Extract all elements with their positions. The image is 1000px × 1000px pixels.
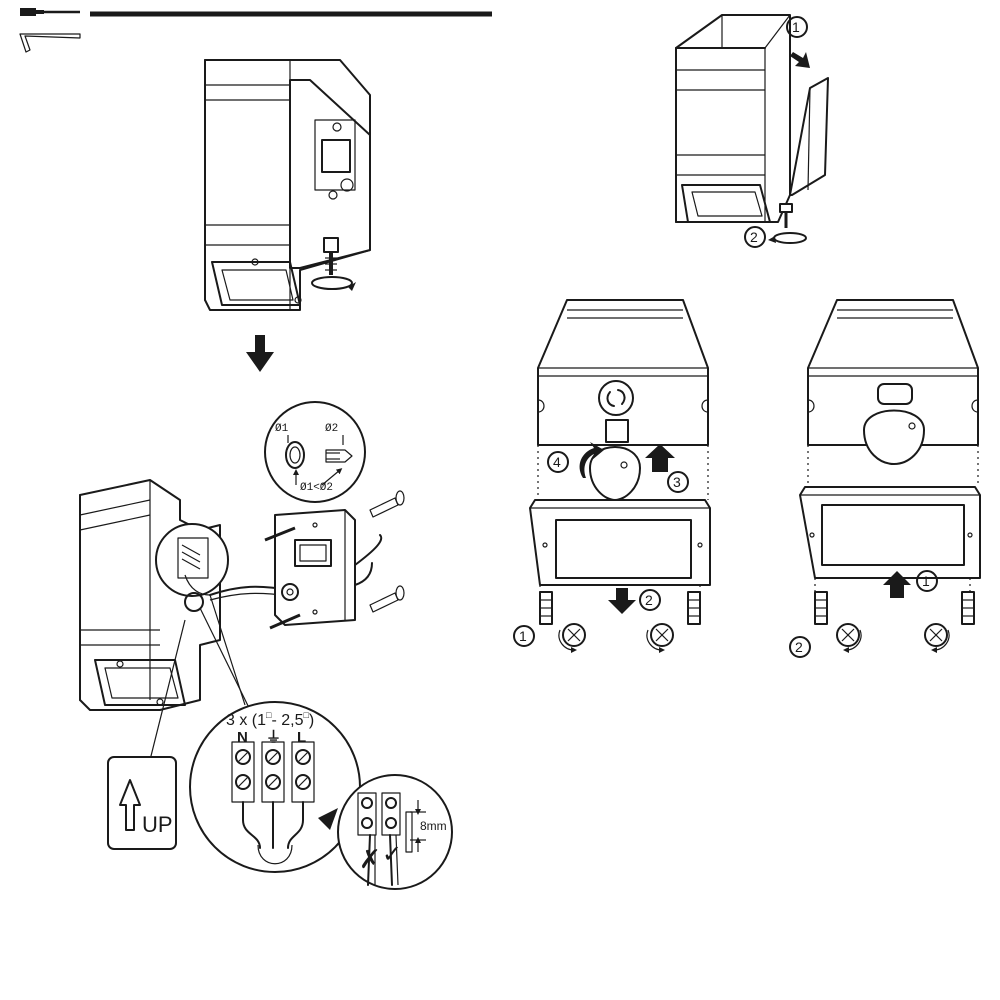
bulb-icon: [589, 446, 641, 501]
arrow-down-icon: [246, 335, 274, 372]
housing-open-view: [675, 14, 829, 223]
wall-plug-top: [369, 490, 405, 518]
terminal-l-label: L: [297, 729, 306, 746]
frame-screw-right: [687, 591, 701, 625]
bulb-refit-view: [799, 299, 981, 605]
bulb-removal-view: [529, 299, 711, 615]
screw-head-icon: [924, 623, 950, 653]
rotate-arrow-icon: [311, 276, 353, 290]
frame-screw-left: [814, 591, 828, 625]
step-number: 2: [750, 229, 758, 245]
up-label: UP: [142, 812, 173, 837]
housing-screw: [311, 237, 356, 291]
step-badge: [639, 589, 661, 611]
arrow-down-icon: [608, 588, 636, 614]
arrow-up-icon: [883, 571, 911, 598]
mounting-plate: [274, 509, 356, 626]
screw-head-icon: [836, 623, 862, 653]
wall-plug-bottom: [369, 585, 405, 613]
gland-diameter-rule: Ø1<Ø2: [300, 482, 333, 494]
right-mark: ✓: [382, 841, 402, 868]
step-number: 2: [645, 592, 653, 608]
gland-diameter-1: Ø1: [275, 423, 289, 435]
cover-screw: [768, 203, 807, 244]
step-number: 1: [792, 19, 800, 35]
step-number: 4: [553, 454, 561, 470]
step-number: 3: [673, 474, 681, 490]
terminal-earth-label: ⏚: [266, 729, 281, 746]
rotate-bulb-arrow-icon: [579, 442, 604, 478]
up-orientation-card: [107, 756, 177, 850]
arrow-up-icon: [645, 444, 675, 472]
step-badge: [916, 570, 938, 592]
step-number: 2: [795, 639, 803, 655]
step-badge: [547, 451, 569, 473]
rotate-arrow-icon: [773, 232, 807, 244]
terminal-block-zoom-circle: [155, 523, 229, 612]
step-badge: [789, 636, 811, 658]
strip-length-label: 8mm: [420, 819, 447, 833]
frame-screw-left: [539, 591, 553, 625]
strip-length-zoom-circle: [337, 774, 453, 890]
pointer-triangle-icon: [318, 808, 338, 830]
step-badge: [786, 16, 808, 38]
bulb-icon: [863, 409, 925, 465]
gland-diameter-2: Ø2: [325, 423, 338, 435]
wall-screw-bottom: [269, 613, 301, 630]
frame-screw-right: [961, 591, 975, 625]
step-badge: [744, 226, 766, 248]
terminal-wiring-zoom-circle: [189, 701, 361, 873]
terminal-n-label: N: [237, 729, 248, 746]
cable-gland-zoom-circle: [264, 401, 366, 503]
screwdriver-icon: [20, 8, 80, 16]
step-badge: [667, 471, 689, 493]
wall-screw-top: [264, 526, 296, 542]
lamp-housing-rear-view: [204, 59, 371, 311]
hex-key-icon: [19, 33, 81, 53]
screw-head-icon: [646, 623, 674, 653]
arrow-up-icon: [119, 779, 141, 831]
wrong-mark: ✗: [359, 844, 381, 874]
wall-cable: [354, 534, 383, 586]
arrow-slide-icon: [790, 52, 810, 68]
step-badge: [513, 625, 535, 647]
step-number: 1: [922, 573, 930, 589]
cable-spec-label: 3 x (1□- 2,5□): [226, 710, 314, 729]
bayonet-icon: [606, 389, 626, 407]
step-number: 1: [519, 628, 527, 644]
screw-head-icon: [558, 623, 586, 653]
